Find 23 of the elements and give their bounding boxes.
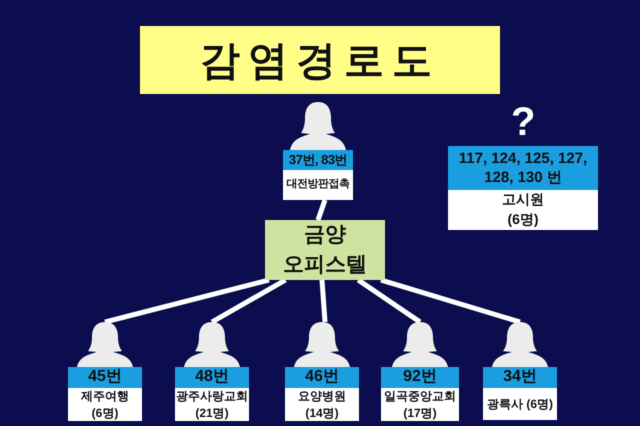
number-header: 37번, 83번: [283, 150, 353, 170]
place-label: 대전방판접촉: [283, 170, 353, 200]
place-label: 요양병원 (14명): [285, 388, 359, 422]
number-header: 45번: [68, 367, 142, 388]
connector-line: [380, 278, 521, 324]
connector-line: [210, 278, 287, 324]
number-header: 34번: [483, 367, 557, 388]
number-header: 48번: [175, 367, 249, 388]
location-box: 금양 오피스텔: [265, 220, 385, 280]
place-label: 일곡중앙교회 (17명): [381, 388, 459, 422]
number-header: 92번: [381, 367, 459, 388]
place-label: 광주사랑교회 (21명): [175, 388, 249, 422]
question-mark: ?: [511, 100, 536, 144]
place-label: 고시원 (6명): [448, 190, 598, 230]
title-box: 감염경로도: [140, 26, 500, 94]
place-label: 제주여행 (6명): [68, 388, 142, 422]
connector-line: [356, 278, 422, 324]
place-label: 광륵사 (6명): [483, 388, 557, 420]
number-header: 46번: [285, 367, 359, 388]
connector-line: [104, 278, 270, 324]
connector-line: [320, 280, 328, 322]
number-header: 117, 124, 125, 127, 128, 130 번: [448, 146, 598, 190]
connector-line: [316, 199, 328, 221]
